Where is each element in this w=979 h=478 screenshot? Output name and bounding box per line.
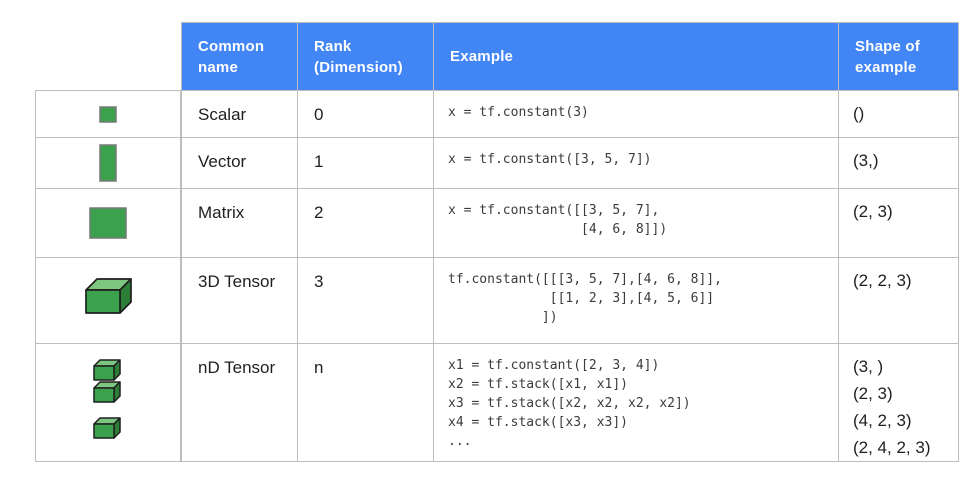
table-row: 3D Tensor 3 tf.constant([[[3, 5, 7],[4, …	[182, 258, 958, 344]
common-name-cell: Matrix	[182, 189, 298, 257]
illustration-cell	[36, 258, 180, 344]
example-code-cell: x = tf.constant(3)	[434, 91, 839, 137]
common-name-cell: nD Tensor	[182, 344, 298, 461]
shape-cell: (3,)	[853, 151, 879, 170]
3d-tensor-icon	[84, 277, 132, 324]
nd-tensor-icon	[92, 358, 124, 447]
rank-cell: n	[298, 344, 434, 461]
header-cell-example: Example	[434, 23, 839, 90]
shape-cell: (2, 3)	[853, 202, 893, 221]
header-cell-rank: Rank (Dimension)	[298, 23, 434, 90]
table-row: Vector 1 x = tf.constant([3, 5, 7]) (3,)	[182, 138, 958, 189]
illustration-cell	[36, 344, 180, 461]
table-row: nD Tensor n x1 = tf.constant([2, 3, 4]) …	[182, 344, 958, 461]
illustration-cell	[36, 138, 180, 189]
tensor-illustration-column	[35, 90, 181, 462]
example-code-cell: tf.constant([[[3, 5, 7],[4, 6, 8]], [[1,…	[434, 258, 839, 343]
shape-cell: ()	[853, 104, 865, 123]
vector-icon	[99, 144, 117, 182]
common-name-cell: Scalar	[182, 91, 298, 137]
example-code-cell: x = tf.constant([[3, 5, 7], [4, 6, 8]])	[434, 189, 839, 257]
illustration-cell	[36, 91, 180, 138]
table-header-row: Common name Rank (Dimension) Example Sha…	[182, 23, 958, 91]
header-cell-common-name: Common name	[182, 23, 298, 90]
common-name-cell: Vector	[182, 138, 298, 188]
tensor-table: Common name Rank (Dimension) Example Sha…	[181, 22, 959, 462]
shape-cell: (3, ) (2, 3) (4, 2, 3) (2, 4, 2, 3)	[853, 357, 931, 457]
rank-cell: 1	[298, 138, 434, 188]
shape-cell: (2, 2, 3)	[853, 271, 912, 290]
rank-cell: 0	[298, 91, 434, 137]
illustration-cell	[36, 189, 180, 258]
example-code-cell: x = tf.constant([3, 5, 7])	[434, 138, 839, 188]
example-code-cell: x1 = tf.constant([2, 3, 4]) x2 = tf.stac…	[434, 344, 839, 461]
table-row: Matrix 2 x = tf.constant([[3, 5, 7], [4,…	[182, 189, 958, 258]
table-row: Scalar 0 x = tf.constant(3) ()	[182, 91, 958, 138]
rank-cell: 2	[298, 189, 434, 257]
header-cell-shape: Shape of example	[855, 37, 920, 76]
rank-cell: 3	[298, 258, 434, 343]
matrix-icon	[89, 207, 127, 239]
common-name-cell: 3D Tensor	[182, 258, 298, 343]
scalar-icon	[99, 105, 117, 123]
